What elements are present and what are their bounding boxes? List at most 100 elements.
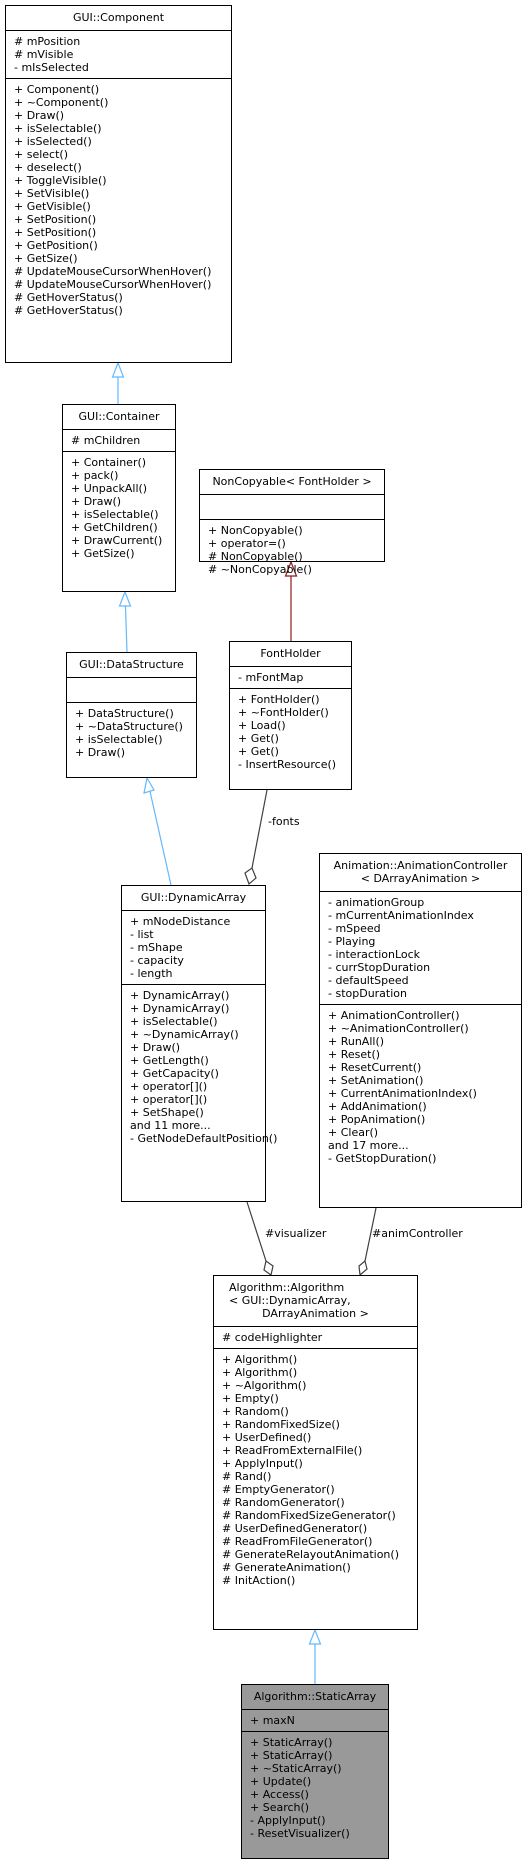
aggregation-diamond — [358, 1259, 368, 1277]
class-container[interactable]: GUI::Container # mChildren + Container()… — [62, 404, 176, 592]
method: + Update() — [250, 1775, 312, 1788]
method: + AddAnimation() — [328, 1100, 427, 1113]
method: # InitAction() — [222, 1574, 296, 1587]
attributes-section: - animationGroup - mCurrentAnimationInde… — [320, 892, 521, 1005]
attribute: - mShape — [130, 941, 183, 954]
method: + GetPosition() — [14, 239, 98, 252]
method: + Draw() — [14, 109, 65, 122]
method: - InsertResource() — [238, 758, 337, 771]
method: + Algorithm() — [222, 1353, 298, 1366]
method: + ~AnimationController() — [328, 1022, 469, 1035]
aggregation-diamond — [263, 1259, 274, 1277]
attributes-section: + mNodeDistance - list - mShape - capaci… — [122, 911, 265, 985]
method: + Get() — [238, 732, 279, 745]
method: # GenerateRelayoutAnimation() — [222, 1548, 399, 1561]
attributes-section — [200, 495, 384, 520]
method: + SetAnimation() — [328, 1074, 424, 1087]
method: + GetSize() — [71, 547, 135, 560]
method: + Container() — [71, 456, 147, 469]
class-animcontroller[interactable]: Animation::AnimationController < DArrayA… — [319, 853, 522, 1208]
class-title: NonCopyable< FontHolder > — [212, 475, 372, 488]
edge-dynamicarray-to-algorithm — [246, 1201, 267, 1262]
edge-label-anim-controller: #animController — [372, 1227, 463, 1240]
methods-section: + Algorithm() + Algorithm() + ~Algorithm… — [214, 1349, 417, 1591]
method: + Search() — [250, 1801, 310, 1814]
class-dynamicarray[interactable]: GUI::DynamicArray + mNodeDistance - list… — [121, 885, 278, 1202]
class-fontholder[interactable]: FontHolder - mFontMap + FontHolder() + ~… — [229, 641, 352, 790]
class-title: Animation::AnimationController — [333, 859, 508, 872]
attributes-section: + maxN — [242, 1710, 388, 1732]
methods-section: + Component() + ~Component() + Draw() + … — [6, 79, 231, 321]
attribute: - interactionLock — [328, 948, 421, 961]
class-title: FontHolder — [260, 647, 321, 660]
attributes-section: # codeHighlighter — [214, 1327, 417, 1349]
method: + select() — [14, 148, 68, 161]
method: + ~Component() — [14, 96, 109, 109]
method: + isSelectable() — [75, 733, 163, 746]
class-component[interactable]: GUI::Component # mPosition # mVisible - … — [5, 5, 232, 363]
method: + DrawCurrent() — [71, 534, 163, 547]
method: + ResetCurrent() — [328, 1061, 422, 1074]
method: + operator=() — [208, 537, 286, 550]
method: + ReadFromExternalFile() — [222, 1444, 363, 1457]
class-title-template: DArrayAnimation > — [262, 1307, 369, 1320]
attribute: - stopDuration — [328, 987, 407, 1000]
inheritance-arrowhead — [118, 590, 132, 607]
attribute: - defaultSpeed — [328, 974, 409, 987]
method: - ResetVisualizer() — [250, 1827, 350, 1840]
attribute: - mFontMap — [238, 671, 304, 684]
method: # UpdateMouseCursorWhenHover() — [14, 278, 212, 291]
method: + Draw() — [75, 746, 126, 759]
method: + Access() — [250, 1788, 309, 1801]
inheritance-arrowhead — [284, 560, 298, 577]
attributes-section — [67, 678, 196, 703]
method: + isSelectable() — [14, 122, 102, 135]
class-title: GUI::DynamicArray — [140, 891, 247, 904]
method: + isSelectable() — [130, 1015, 218, 1028]
class-datastructure[interactable]: GUI::DataStructure + DataStructure() + ~… — [66, 652, 197, 778]
attribute: # mPosition — [14, 35, 81, 48]
methods-section: + NonCopyable() + operator=() # NonCopya… — [200, 520, 384, 580]
attribute: - capacity — [130, 954, 184, 967]
class-title-template: < GUI::DynamicArray, — [229, 1294, 351, 1307]
aggregation-diamond — [244, 867, 257, 886]
method: + ApplyInput() — [222, 1457, 303, 1470]
method: + deselect() — [14, 161, 82, 174]
method: # ReadFromFileGenerator() — [222, 1535, 373, 1548]
class-title: Algorithm::Algorithm — [229, 1281, 345, 1294]
method: + ~StaticArray() — [250, 1762, 342, 1775]
method: # NonCopyable() — [208, 550, 303, 563]
class-noncopyable[interactable]: NonCopyable< FontHolder > + NonCopyable(… — [199, 469, 385, 576]
method: + Algorithm() — [222, 1366, 298, 1379]
inheritance-arrowhead — [308, 1628, 322, 1645]
method: + GetCapacity() — [130, 1067, 219, 1080]
inheritance-arrowhead — [111, 361, 125, 378]
class-algorithm[interactable]: Algorithm::Algorithm < GUI::DynamicArray… — [213, 1275, 418, 1630]
class-title: GUI::Container — [78, 410, 160, 423]
class-title: Algorithm::StaticArray — [253, 1690, 377, 1703]
method: + StaticArray() — [250, 1736, 333, 1749]
method: + SetShape() — [130, 1106, 204, 1119]
method: + Clear() — [328, 1126, 379, 1139]
method: + UserDefined() — [222, 1431, 312, 1444]
method: + GetLength() — [130, 1054, 209, 1067]
method: + Reset() — [328, 1048, 381, 1061]
method: # GetHoverStatus() — [14, 304, 123, 317]
method: # Rand() — [222, 1470, 272, 1483]
method: + FontHolder() — [238, 693, 320, 706]
method: + pack() — [71, 469, 119, 482]
method: + SetVisible() — [14, 187, 90, 200]
attribute: + mNodeDistance — [130, 915, 231, 928]
method: + AnimationController() — [328, 1009, 460, 1022]
edge-fontholder-to-dynamicarray — [251, 789, 268, 869]
class-staticarray[interactable]: Algorithm::StaticArray + maxN + StaticAr… — [241, 1684, 389, 1859]
method: + PopAnimation() — [328, 1113, 426, 1126]
attribute: - Playing — [328, 935, 376, 948]
method: + Draw() — [71, 495, 122, 508]
method: - GetNodeDefaultPosition() — [130, 1132, 278, 1145]
method: + UnpackAll() — [71, 482, 148, 495]
attributes-section: # mChildren — [63, 430, 175, 452]
method: + Load() — [238, 719, 286, 732]
method: # EmptyGenerator() — [222, 1483, 335, 1496]
